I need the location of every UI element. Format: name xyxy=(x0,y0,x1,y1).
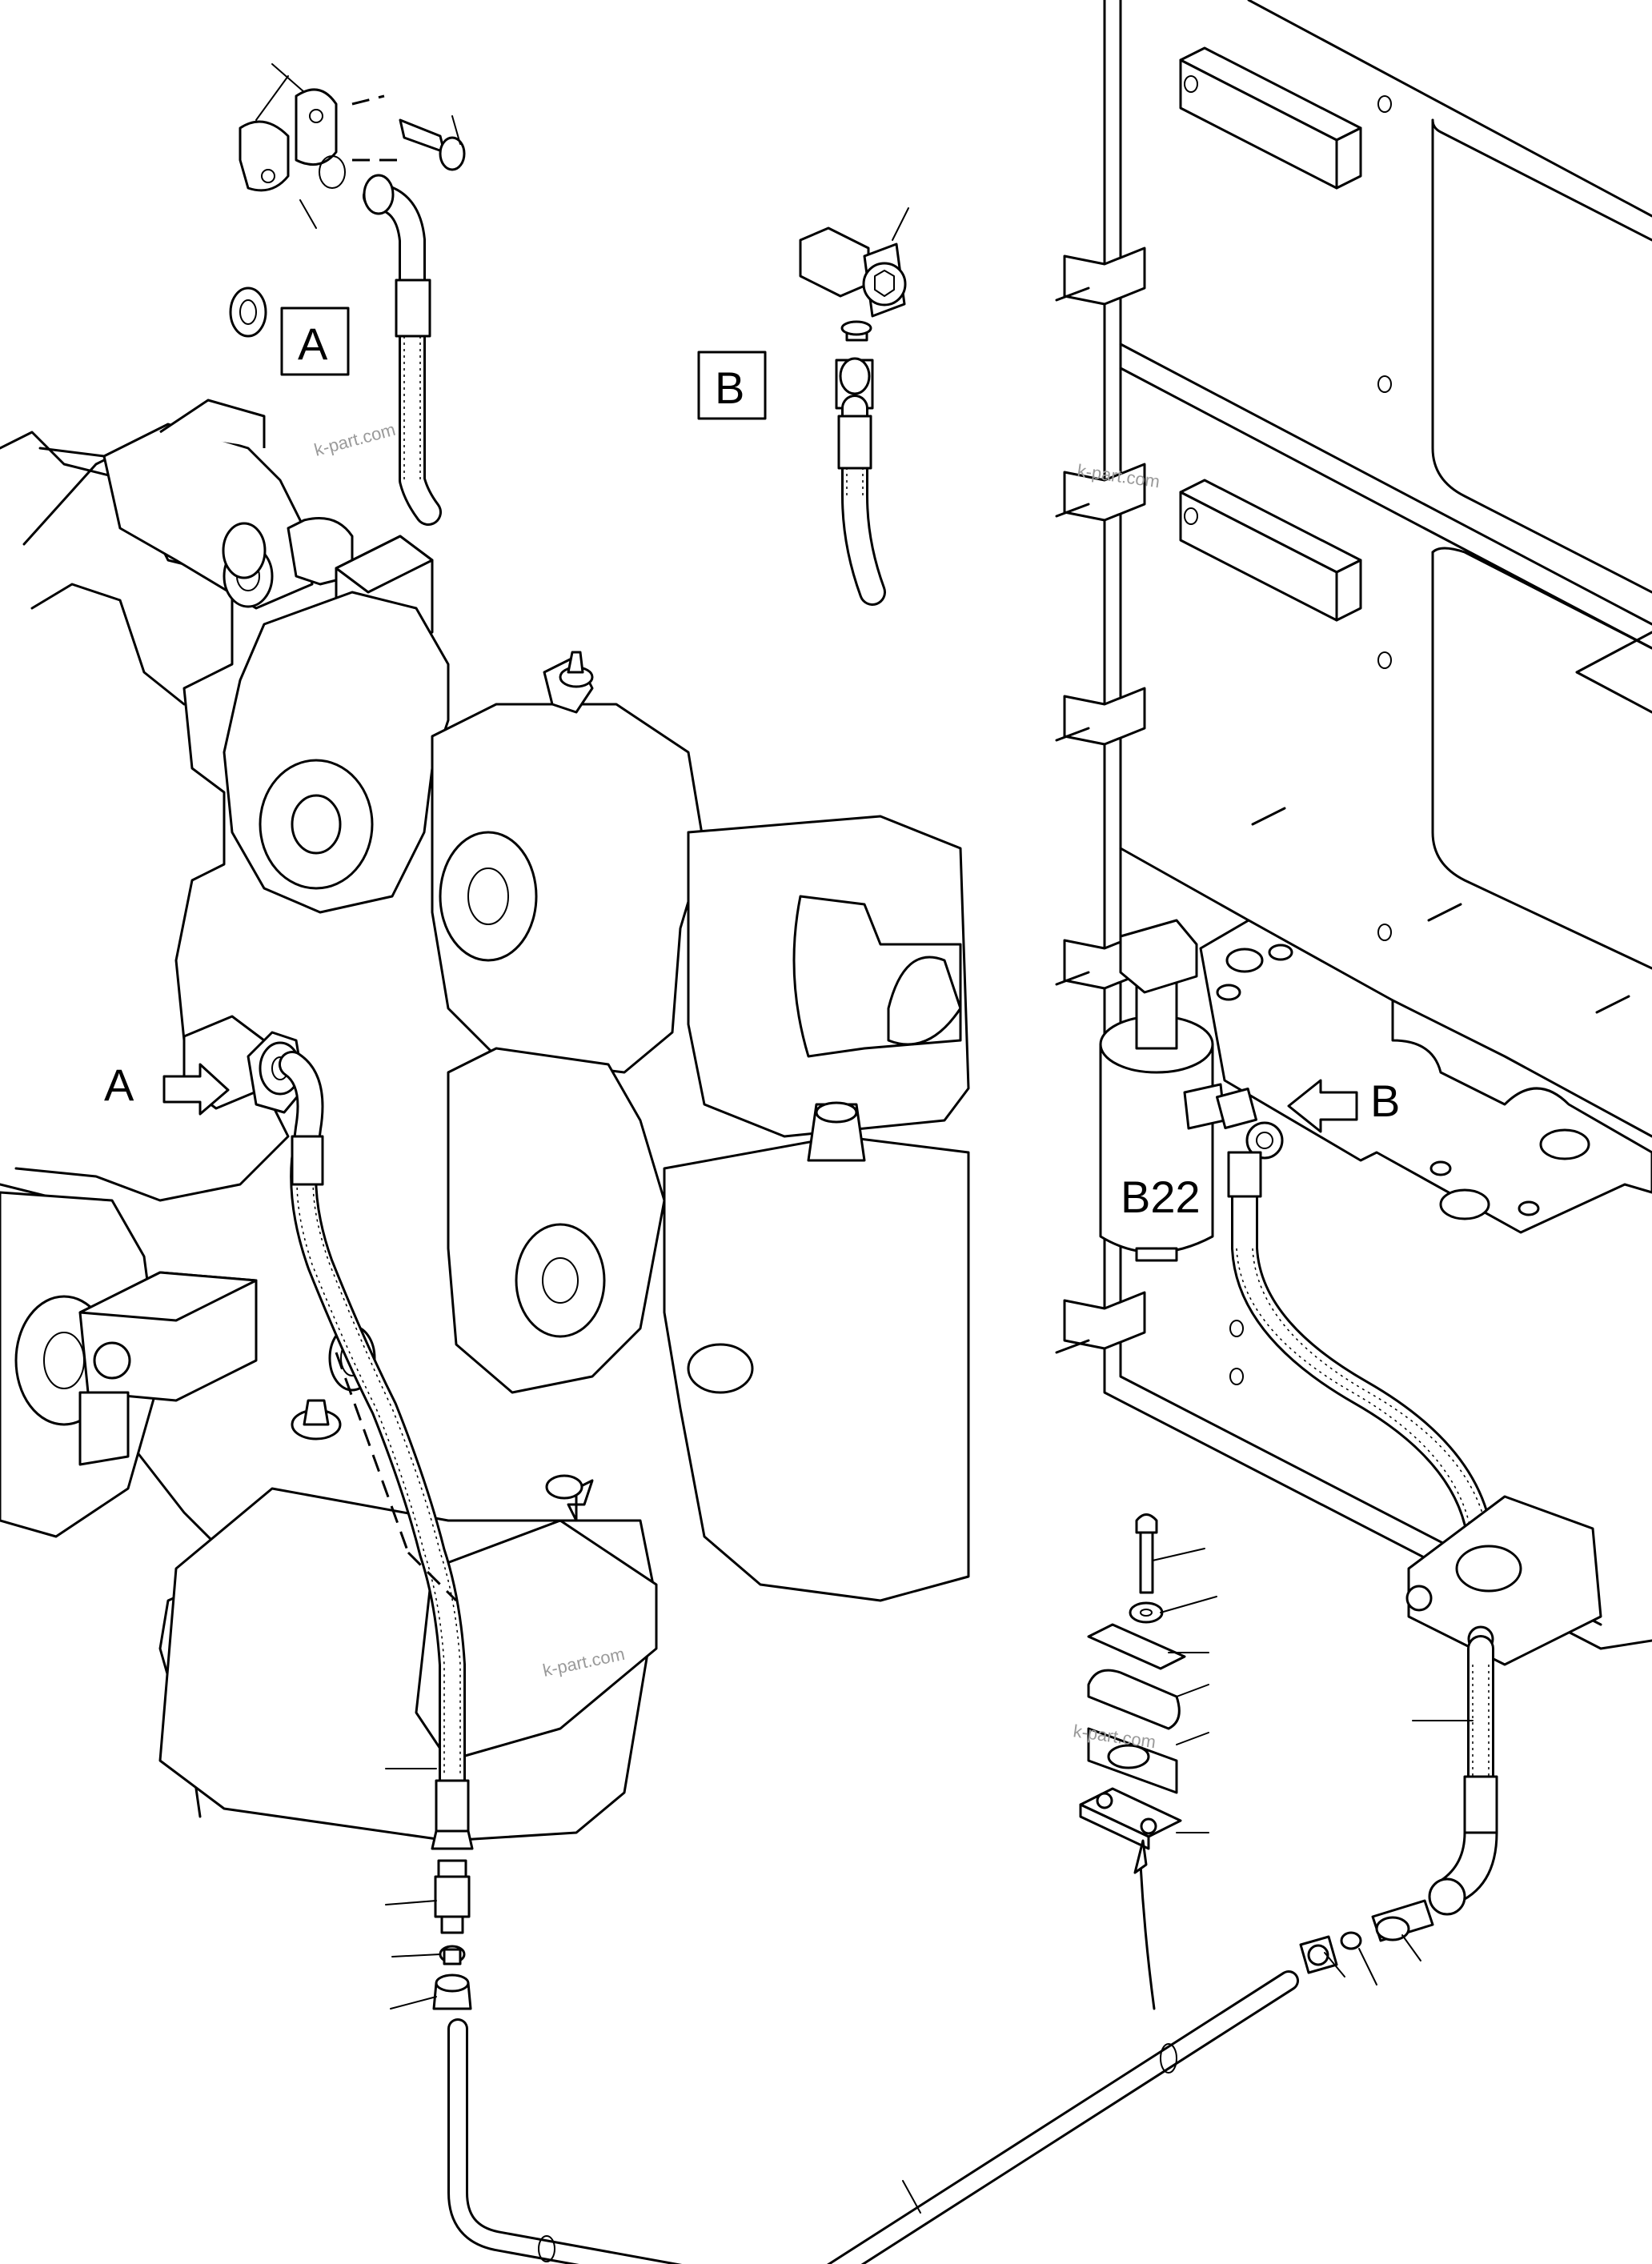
mounting-plate xyxy=(1199,919,1652,1234)
steel-tube xyxy=(447,1970,1299,2264)
detail-b-label: B xyxy=(715,363,744,413)
b22-elbow-fitting xyxy=(1183,1083,1284,1160)
arrow-b-label: B xyxy=(1370,1076,1400,1126)
right-fittings xyxy=(1299,1899,1434,1974)
detail-a-label: A xyxy=(298,319,328,369)
svg-text:k-part.com: k-part.com xyxy=(312,419,398,460)
detail-a: A xyxy=(239,63,466,526)
arrow-a-label: A xyxy=(104,1060,134,1110)
hose-clamp-frame xyxy=(1405,1495,1602,1666)
clamp-exploded-parts xyxy=(1079,1513,1186,2010)
detail-b-box xyxy=(697,351,767,420)
frame-holes xyxy=(1184,75,1392,1385)
hidden-hose-path xyxy=(335,1352,458,1602)
detail-b: B xyxy=(697,207,909,606)
right-lower-hose xyxy=(1428,1635,1498,1916)
left-hose xyxy=(279,1051,470,1834)
left-fittings xyxy=(431,1829,474,2010)
arrow-left-icon xyxy=(1287,1079,1358,1133)
leader-lines-center xyxy=(1152,1548,1474,1986)
right-hose xyxy=(1227,1151,1494,1558)
arrow-right-icon xyxy=(162,1063,230,1116)
b22-component: B22 xyxy=(1099,919,1214,1262)
b22-label: B22 xyxy=(1121,1172,1201,1222)
leader-lines-left xyxy=(385,1768,921,2214)
detail-a-box xyxy=(280,307,350,376)
frame-bar-upper xyxy=(1179,46,1362,190)
frame-bar-lower xyxy=(1179,479,1362,622)
pump-assembly xyxy=(0,287,970,1842)
